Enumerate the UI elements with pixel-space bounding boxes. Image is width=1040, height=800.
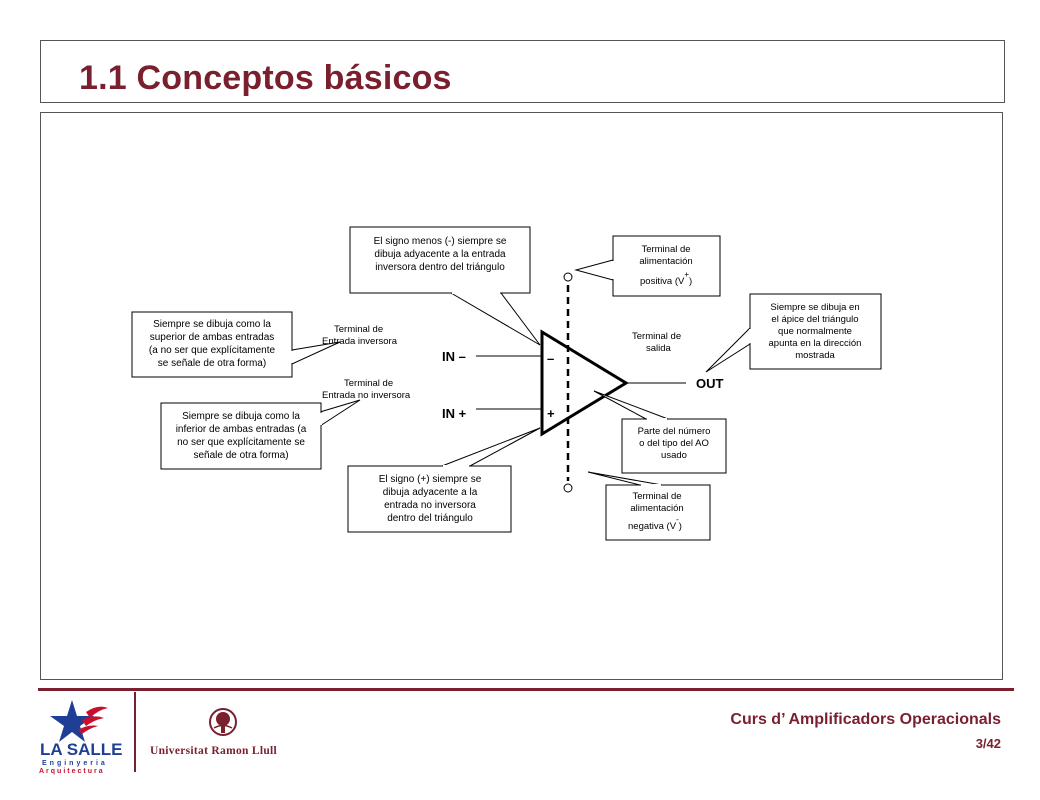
callout-part-line-3: usado [661, 450, 687, 461]
callout-plus-line-1: El signo (+) siempre se [379, 474, 482, 485]
callout-pos-close: ) [689, 276, 692, 287]
diagram-frame [40, 112, 1003, 680]
minus-sign: – [547, 351, 554, 366]
callout-neg-close: ) [679, 521, 682, 532]
pos-supply-terminal [563, 272, 573, 282]
callout-pos-line-2: alimentación [639, 256, 692, 267]
svg-text:positiva (V+): positiva (V+) [640, 270, 692, 287]
title-box: 1.1 Conceptos básicos [40, 40, 1005, 103]
opamp-triangle [540, 329, 629, 437]
callout-inf-line-3: no ser que explícitamente se [177, 437, 305, 448]
callout-inf-line-4: señale de otra forma) [193, 450, 288, 461]
callout-minus-line-3: inversora dentro del triángulo [375, 262, 505, 273]
callout-plus-line-2: dibuja adyacente a la [383, 487, 478, 498]
course-title: Curs d’ Amplificadors Operacionals [730, 711, 1001, 728]
neg-supply-terminal [563, 483, 573, 493]
callout-inferior-input: Siempre se dibuja como la inferior de am… [160, 399, 361, 470]
footer-logo-separator [134, 692, 136, 772]
callout-neg-supply: Terminal de alimentación negativa (V-) [587, 471, 711, 541]
callout-sup-line-3: (a no ser que explícitamente [149, 345, 276, 356]
output-label-2: salida [646, 343, 672, 354]
callout-apex-line-2: el ápice del triángulo [771, 314, 858, 325]
out-label: OUT [696, 376, 724, 391]
callout-part-number: Parte del número o del tipo del AO usado [593, 390, 727, 474]
inv-input-label-2: Entrada inversora [322, 336, 398, 347]
slide-title: 1.1 Conceptos básicos [79, 59, 452, 97]
callout-pos-sup: + [684, 270, 689, 279]
in-plus-label: IN + [442, 406, 467, 421]
callout-plus-sign: El signo (+) siempre se dibuja adyacente… [347, 427, 541, 533]
callout-apex-line-5: mostrada [795, 350, 835, 361]
callout-part-line-1: Parte del número [638, 426, 711, 437]
noninv-input-label-1: Terminal de [344, 378, 393, 389]
footer-divider [38, 688, 1014, 691]
logo-sub-2: Arquitectura [39, 768, 105, 775]
callout-apex: Siempre se dibuja en el ápice del triáng… [705, 293, 882, 373]
callout-sup-line-1: Siempre se dibuja como la [153, 319, 271, 330]
university-name: Universitat Ramon Llull [150, 745, 277, 757]
plus-sign: + [547, 406, 555, 421]
logo-sub-1: Enginyeria [42, 760, 108, 767]
callout-minus-sign: El signo menos (-) siempre se dibuja ady… [349, 226, 541, 346]
callout-part-line-2: o del tipo del AO [639, 438, 709, 449]
callout-pos-line-3: positiva (V [640, 276, 685, 287]
callout-apex-line-3: que normalmente [778, 326, 852, 337]
tree-emblem-icon [209, 708, 237, 736]
callout-superior-input: Siempre se dibuja como la superior de am… [131, 311, 341, 378]
callout-inf-line-2: inferior de ambas entradas (a [176, 424, 307, 435]
callout-plus-line-3: entrada no inversora [384, 500, 476, 511]
callout-sup-line-4: se señale de otra forma) [158, 358, 266, 369]
callout-neg-line-1: Terminal de [632, 491, 681, 502]
in-minus-label: IN – [442, 349, 466, 364]
callout-plus-line-4: dentro del triángulo [387, 513, 473, 524]
callout-inf-line-1: Siempre se dibuja como la [182, 411, 300, 422]
callout-apex-line-1: Siempre se dibuja en [770, 302, 859, 313]
output-label-1: Terminal de [632, 331, 681, 342]
callout-neg-line-2: alimentación [630, 503, 683, 514]
noninv-input-label-2: Entrada no inversora [322, 390, 411, 401]
callout-neg-line-3: negativa (V [628, 521, 677, 532]
callout-apex-line-4: apunta en la dirección [769, 338, 862, 349]
callout-sup-line-2: superior de ambas entradas [150, 332, 275, 343]
callout-minus-line-1: El signo menos (-) siempre se [374, 236, 507, 247]
logo-text: LA SALLE [40, 740, 122, 759]
inv-input-label-1: Terminal de [334, 324, 383, 335]
callout-minus-line-2: dibuja adyacente a la entrada [374, 249, 506, 260]
lasalle-logo: LA SALLE Enginyeria Arquitectura [39, 700, 122, 775]
page-number: 3/42 [975, 736, 1001, 751]
callout-pos-line-1: Terminal de [641, 244, 690, 255]
swoosh-icon [86, 706, 108, 718]
star-icon [50, 700, 94, 742]
url-logo: Universitat Ramon Llull [150, 708, 277, 757]
callout-pos-supply: Terminal de alimentación positiva (V+) [574, 235, 721, 297]
callout-neg-sup: - [676, 515, 679, 524]
svg-text:negativa (V-): negativa (V-) [628, 515, 682, 532]
